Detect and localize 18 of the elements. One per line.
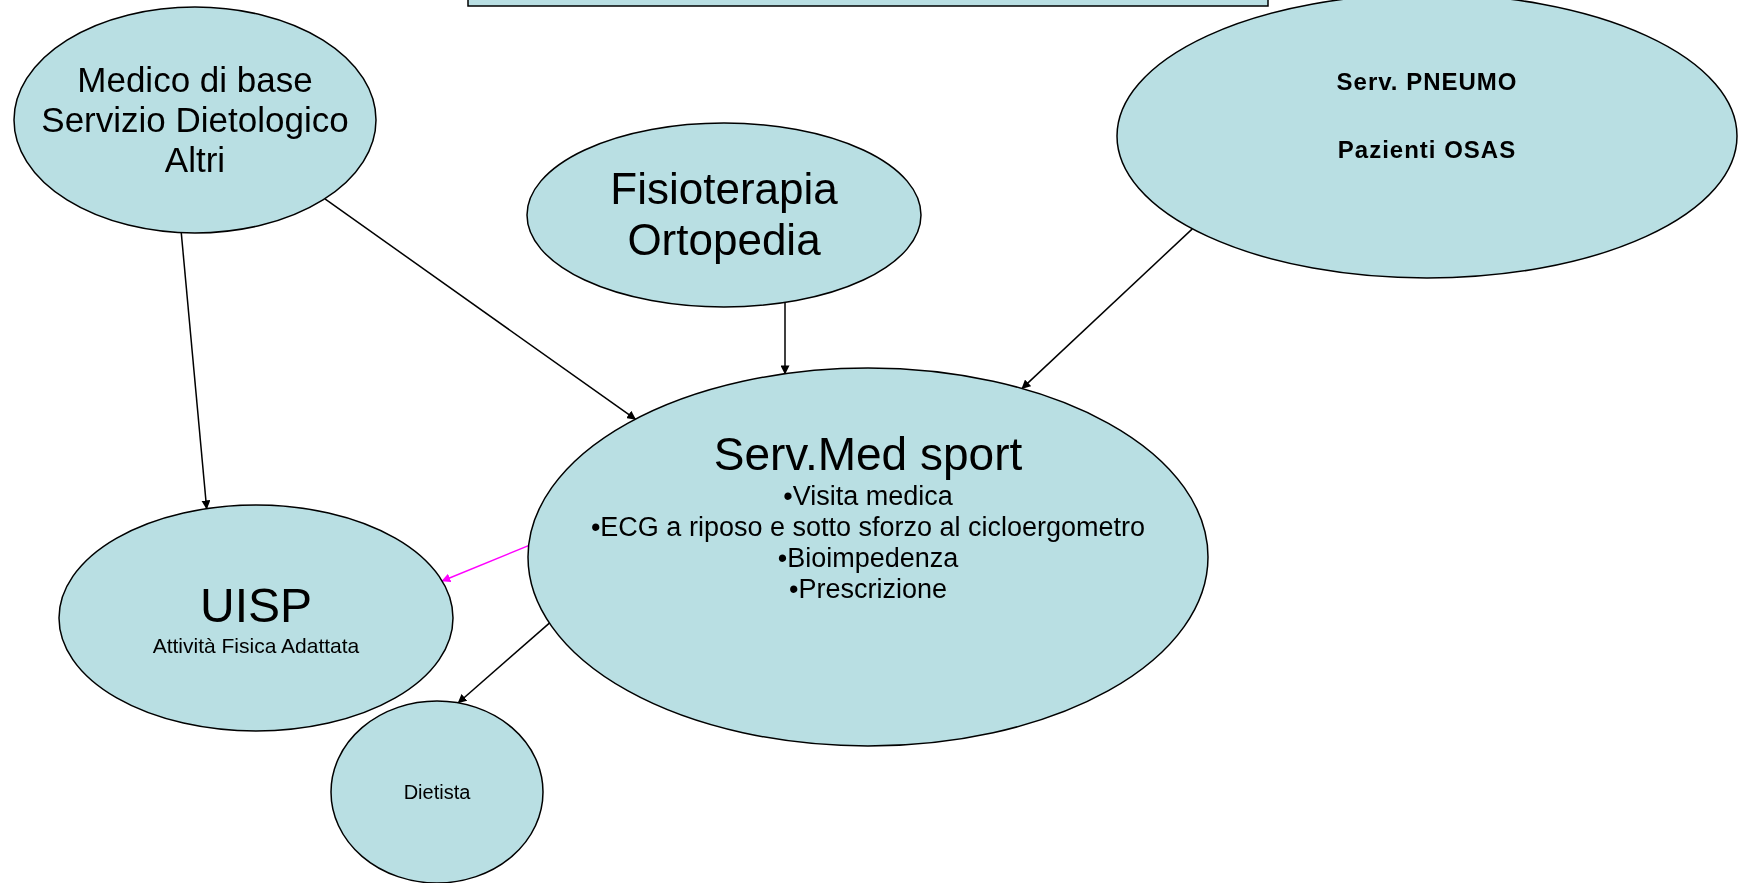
node-title: Serv.Med sport bbox=[713, 428, 1023, 482]
arrow bbox=[180, 232, 211, 510]
arrow bbox=[457, 622, 551, 704]
node-text: •Prescrizione bbox=[789, 574, 947, 606]
arrow bbox=[441, 544, 530, 583]
node-text: Pazienti OSAS bbox=[1337, 136, 1517, 164]
arrow bbox=[780, 301, 790, 375]
node-title: Medico di base Servizio Dietologico Altri bbox=[40, 59, 350, 181]
node-title: UISP bbox=[199, 578, 312, 634]
node-title: Serv. PNEUMO bbox=[1336, 68, 1518, 96]
node-title: Dietista bbox=[403, 780, 471, 804]
arrow bbox=[1021, 228, 1194, 390]
node-text: •Bioimpedenza bbox=[777, 543, 959, 575]
arrow bbox=[324, 198, 637, 420]
node-text: Attività Fisica Adattata bbox=[152, 633, 360, 658]
node-text: •Visita medica bbox=[783, 481, 953, 513]
node-title: Fisioterapia Ortopedia bbox=[609, 164, 839, 266]
node-text: •ECG a riposo e sotto sforzo al cicloergometro bbox=[590, 512, 1146, 544]
